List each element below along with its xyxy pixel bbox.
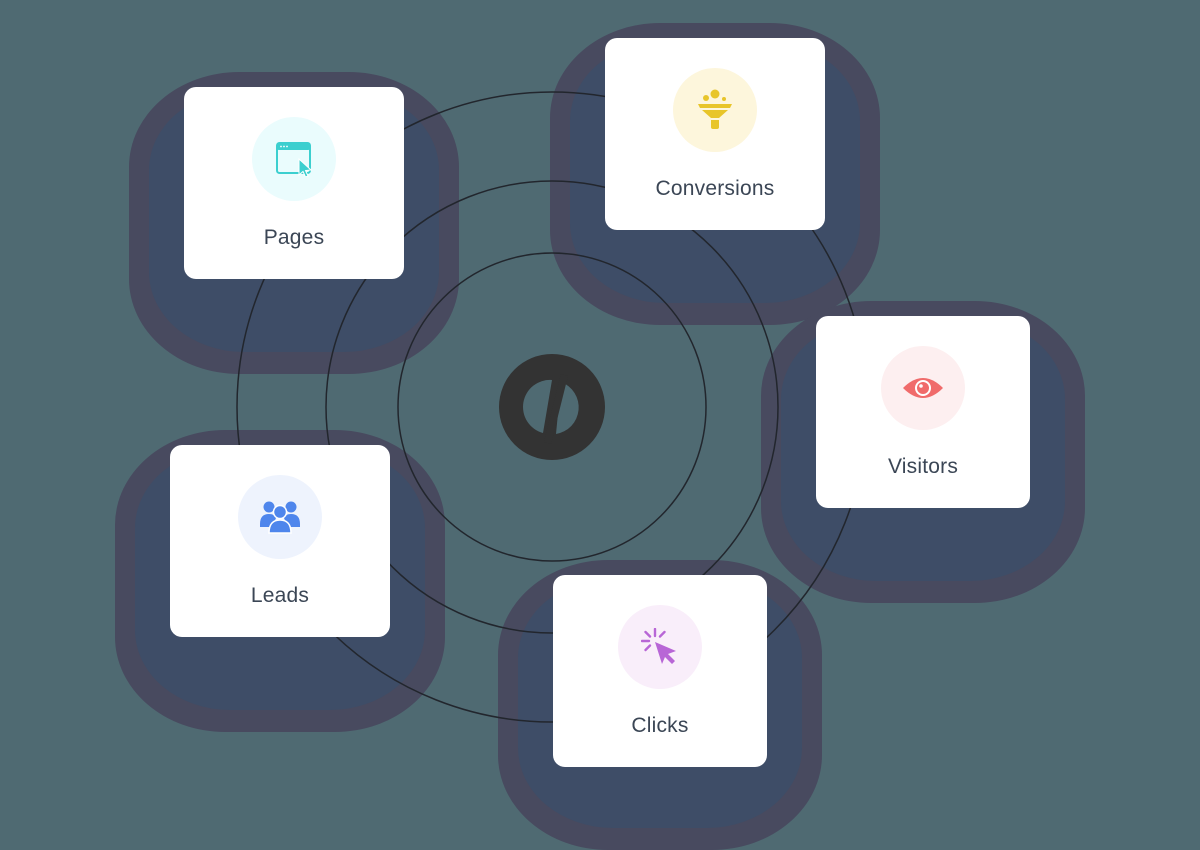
click-cursor-icon	[641, 628, 676, 664]
users-group-icon	[260, 501, 300, 534]
funnel-icon	[698, 89, 732, 129]
unbounce-logo-icon	[499, 354, 605, 460]
card-label: Conversions	[655, 177, 775, 200]
card-label: Visitors	[887, 455, 959, 478]
icon-circle	[618, 605, 702, 689]
card-visitors[interactable]: Visitors	[816, 316, 1030, 508]
card-label: Pages	[263, 226, 325, 249]
card-conversions[interactable]: Conversions	[605, 38, 825, 230]
browser-window-cursor-icon	[276, 142, 313, 177]
card-label: Leads	[250, 584, 310, 607]
icon-circle	[881, 346, 965, 430]
card-pages[interactable]: Pages	[184, 87, 404, 279]
eye-icon	[903, 378, 943, 398]
card-label: Clicks	[631, 714, 689, 737]
icon-circle	[252, 117, 336, 201]
card-clicks[interactable]: Clicks	[553, 575, 767, 767]
icon-circle	[673, 68, 757, 152]
card-leads[interactable]: Leads	[170, 445, 390, 637]
icon-circle	[238, 475, 322, 559]
